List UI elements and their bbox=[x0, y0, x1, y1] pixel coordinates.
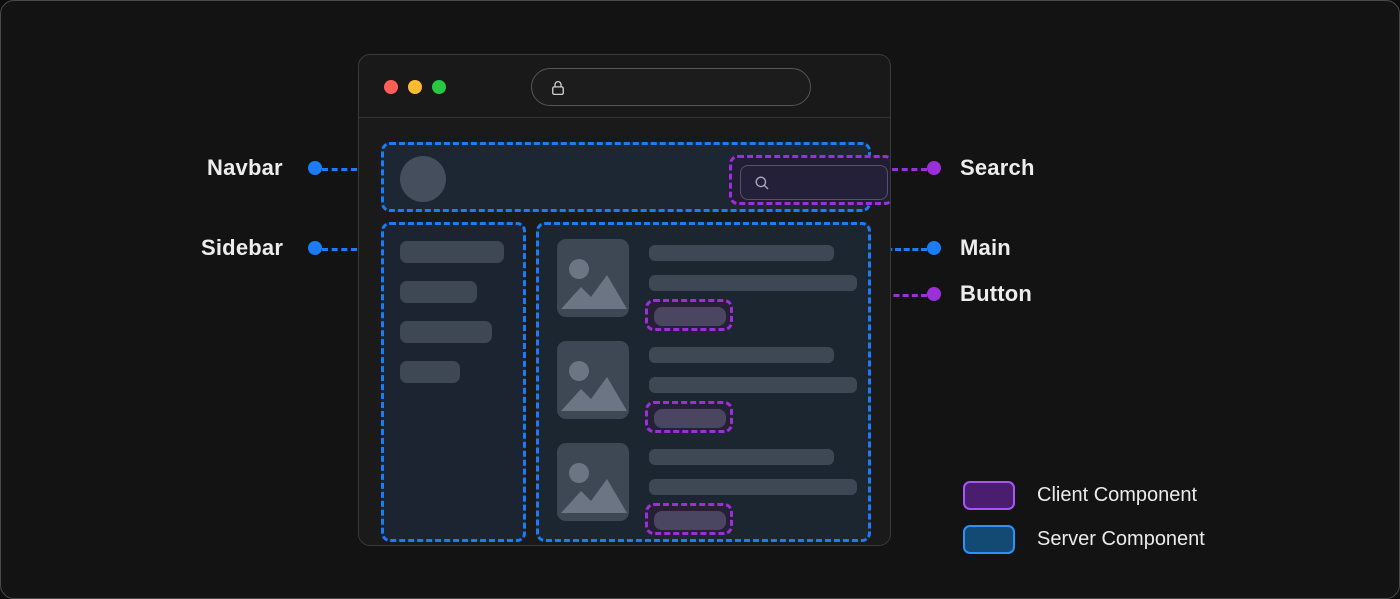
annotation-dot-button bbox=[927, 287, 941, 301]
browser-window bbox=[358, 54, 891, 546]
card-button-region bbox=[645, 401, 733, 433]
annotation-connector-sidebar bbox=[322, 248, 386, 251]
annotation-label-main: Main bbox=[960, 235, 1011, 260]
sidebar-item-1[interactable] bbox=[400, 281, 477, 303]
card-title-line bbox=[649, 347, 834, 363]
card-subtitle-line bbox=[649, 377, 857, 393]
search-region bbox=[729, 155, 890, 205]
card-title-line bbox=[649, 449, 834, 465]
browser-viewport bbox=[359, 118, 890, 545]
annotation-dot-search bbox=[927, 161, 941, 175]
close-button[interactable] bbox=[384, 80, 398, 94]
card-subtitle-line bbox=[649, 479, 857, 495]
annotation-dot-navbar bbox=[308, 161, 322, 175]
search-input[interactable] bbox=[740, 165, 888, 200]
annotation-label-search: Search bbox=[960, 155, 1035, 180]
legend-label-server: Server Component bbox=[1037, 527, 1205, 550]
card-button[interactable] bbox=[654, 307, 726, 326]
sidebar-region bbox=[381, 222, 526, 542]
main-region bbox=[536, 222, 871, 542]
lock-icon bbox=[549, 79, 567, 97]
card-subtitle-line bbox=[649, 275, 857, 291]
card-button-region bbox=[645, 299, 733, 331]
annotation-connector-navbar bbox=[322, 168, 386, 171]
card-button[interactable] bbox=[654, 409, 726, 428]
annotation-label-sidebar: Sidebar bbox=[201, 235, 284, 260]
card-title-line bbox=[649, 245, 834, 261]
sidebar-item-2[interactable] bbox=[400, 321, 492, 343]
minimize-button[interactable] bbox=[408, 80, 422, 94]
annotation-dot-main bbox=[927, 241, 941, 255]
sidebar-item-0[interactable] bbox=[400, 241, 504, 263]
sidebar-item-3[interactable] bbox=[400, 361, 460, 383]
annotation-connector-search bbox=[863, 168, 927, 171]
legend-item-client: Client Component bbox=[963, 473, 1205, 517]
legend: Client Component Server Component bbox=[963, 473, 1205, 561]
url-bar[interactable] bbox=[531, 68, 811, 106]
card-button-region bbox=[645, 503, 733, 535]
navbar-region bbox=[381, 142, 890, 212]
card-button[interactable] bbox=[654, 511, 726, 530]
list-item bbox=[557, 443, 857, 535]
image-placeholder-icon bbox=[557, 341, 629, 419]
image-placeholder-icon bbox=[557, 239, 629, 317]
annotation-connector-main bbox=[869, 248, 927, 251]
annotation-label-button: Button bbox=[960, 281, 1033, 306]
legend-swatch-server bbox=[963, 524, 1015, 554]
legend-item-server: Server Component bbox=[963, 517, 1205, 561]
avatar[interactable] bbox=[400, 156, 446, 202]
image-placeholder-icon bbox=[557, 443, 629, 521]
browser-titlebar bbox=[359, 55, 890, 118]
list-item bbox=[557, 239, 857, 331]
search-icon bbox=[753, 174, 771, 192]
list-item bbox=[557, 341, 857, 433]
maximize-button[interactable] bbox=[432, 80, 446, 94]
legend-label-client: Client Component bbox=[1037, 483, 1198, 506]
legend-swatch-client bbox=[963, 480, 1015, 510]
annotation-dot-sidebar bbox=[308, 241, 322, 255]
annotation-label-navbar: Navbar bbox=[207, 155, 283, 180]
